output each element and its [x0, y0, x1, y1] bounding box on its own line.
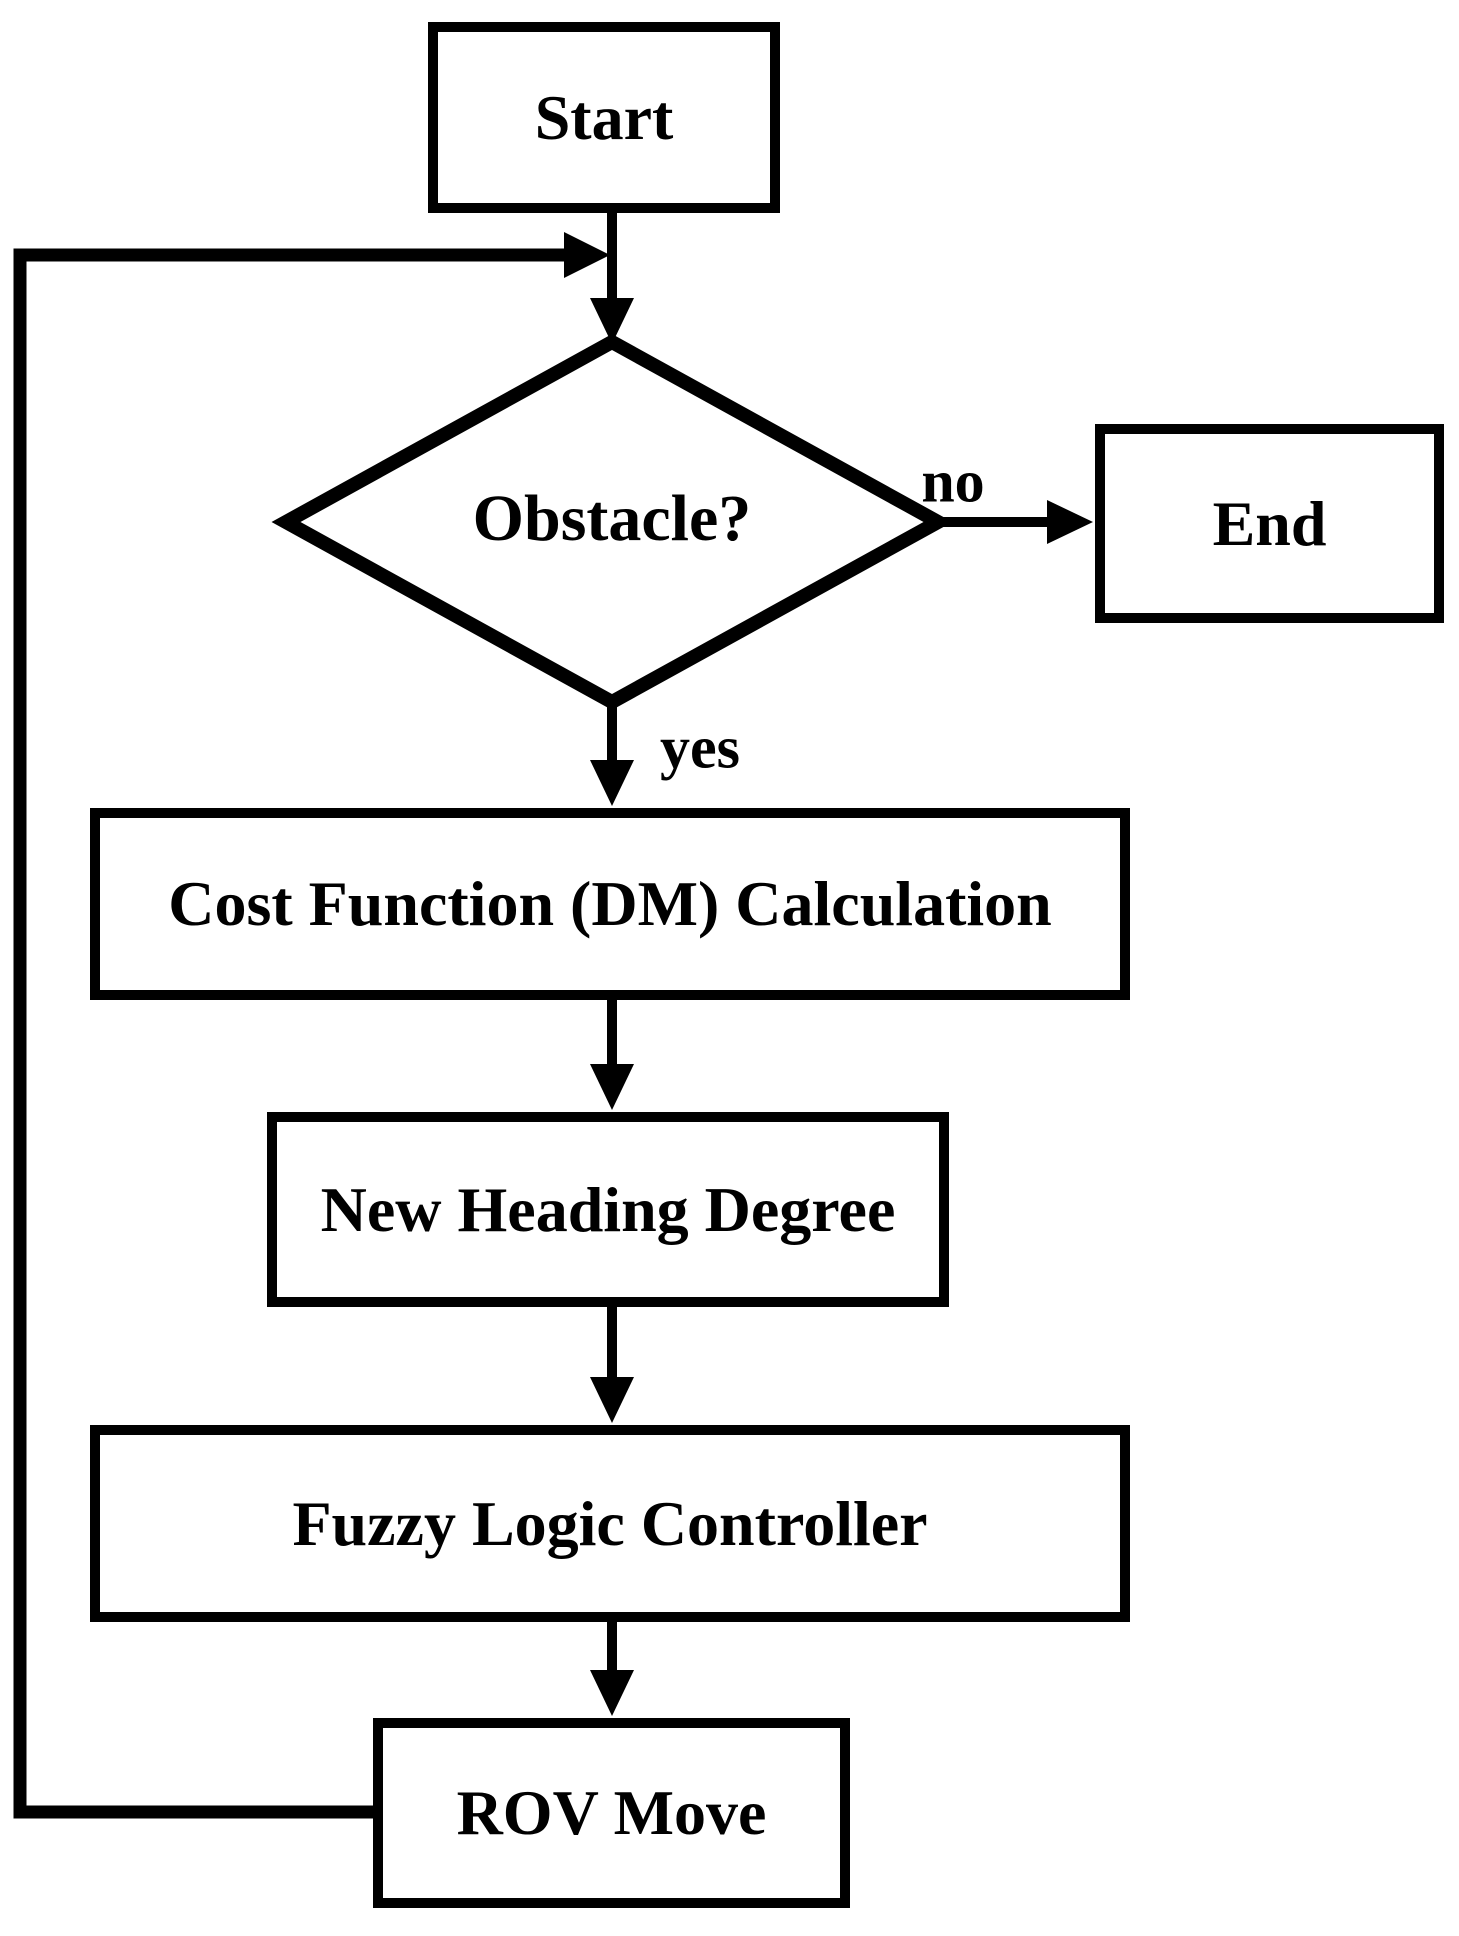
rov-move-node: ROV Move [373, 1718, 850, 1908]
edge-start-to-obstacle-arrowhead [590, 298, 634, 344]
start-node: Start [428, 22, 780, 213]
fuzzy-logic-node-label: Fuzzy Logic Controller [292, 1487, 928, 1559]
new-heading-node-label: New Heading Degree [320, 1173, 896, 1245]
fuzzy-logic-node: Fuzzy Logic Controller [90, 1425, 1130, 1622]
end-node-label: End [1212, 487, 1327, 559]
edge-heading-to-fuzzy-arrowhead [590, 1377, 634, 1423]
new-heading-node: New Heading Degree [267, 1112, 949, 1307]
cost-function-node: Cost Function (DM) Calculation [90, 808, 1130, 1000]
edge-loop-back-line [13, 248, 566, 1819]
yes-edge-label: yes [660, 714, 740, 781]
start-node-label: Start [534, 81, 674, 153]
edge-obstacle-to-cost-arrowhead [590, 760, 634, 806]
cost-function-node-label: Cost Function (DM) Calculation [168, 868, 1052, 940]
edge-obstacle-to-end-arrowhead [1047, 500, 1093, 544]
rov-move-node-label: ROV Move [456, 1777, 767, 1849]
edge-fuzzy-to-rov-arrowhead [590, 1670, 634, 1716]
end-node: End [1095, 424, 1444, 623]
edge-cost-to-heading-arrowhead [590, 1064, 634, 1110]
obstacle-decision-label: Obstacle? [472, 481, 752, 555]
no-edge-label: no [921, 448, 985, 515]
edge-loop-back-arrowhead [564, 232, 610, 278]
